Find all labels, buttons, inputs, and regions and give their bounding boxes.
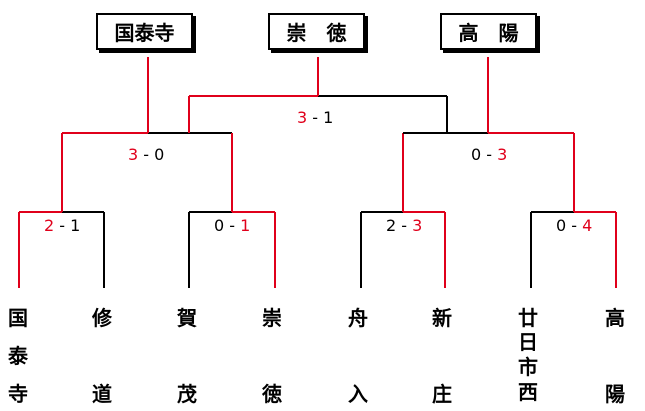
score-right: 3 [497,145,508,164]
score-left: 0 [214,216,225,235]
score-left: 2 [44,216,55,235]
team-char: 崇 [262,306,282,330]
team-char: 新 [432,306,452,330]
team-char: 泰 [8,344,28,368]
score-r1-m2: 0 - 1 [214,218,250,234]
score-right: 0 [154,145,165,164]
team-kamo: 賀 茂 [177,302,201,406]
score-separator: - [54,216,71,235]
team-hatsukaichi-nishi: 廿 日 市 西 [518,302,542,406]
result-label: 崇 徳 [286,21,347,45]
team-char: 市 [518,355,538,379]
score-right: 1 [70,216,81,235]
team-char: 賀 [177,306,197,330]
team-char: 舟 [348,306,368,330]
score-left: 0 [471,145,482,164]
score-right: 1 [240,216,251,235]
team-shinjo: 新 庄 [432,302,456,406]
score-left: 3 [128,145,139,164]
team-char: 徳 [262,382,282,406]
score-left: 2 [386,216,397,235]
team-koyo: 高 陽 [605,302,629,406]
team-char: 陽 [605,382,625,406]
team-char: 国 [8,306,28,330]
team-char: 入 [348,382,368,406]
team-funairi: 舟 入 [348,302,372,406]
team-char: 修 [92,306,112,330]
team-sotoku: 崇 徳 [262,302,286,406]
score-left: 3 [297,108,308,127]
score-separator: - [307,108,324,127]
team-char: 寺 [8,382,28,406]
team-kokutaiji: 国 泰 寺 [8,302,32,406]
team-char: 茂 [177,382,197,406]
result-label: 国泰寺 [114,21,175,45]
team-char: 道 [92,382,112,406]
score-r3-m1: 3 - 1 [297,110,333,126]
result-box-sotoku: 崇 徳 [268,13,365,50]
score-separator: - [481,145,498,164]
score-left: 0 [556,216,567,235]
score-r2-m1: 3 - 0 [128,147,164,163]
team-char: 高 [605,306,625,330]
result-box-kokutaiji: 国泰寺 [96,13,193,50]
score-separator: - [138,145,155,164]
score-separator: - [566,216,583,235]
score-right: 4 [582,216,593,235]
team-char: 日 [518,330,538,354]
team-char: 西 [518,380,538,404]
score-right: 3 [412,216,423,235]
team-char: 廿 [518,306,538,330]
score-r1-m4: 0 - 4 [556,218,592,234]
score-separator: - [224,216,241,235]
score-r1-m3: 2 - 3 [386,218,422,234]
team-shudo: 修 道 [92,302,116,406]
score-r1-m1: 2 - 1 [44,218,80,234]
team-char: 庄 [432,382,452,406]
score-r2-m2: 0 - 3 [471,147,507,163]
score-right: 1 [323,108,334,127]
result-label: 高 陽 [458,21,519,45]
score-separator: - [396,216,413,235]
result-box-koyo: 高 陽 [440,13,537,50]
